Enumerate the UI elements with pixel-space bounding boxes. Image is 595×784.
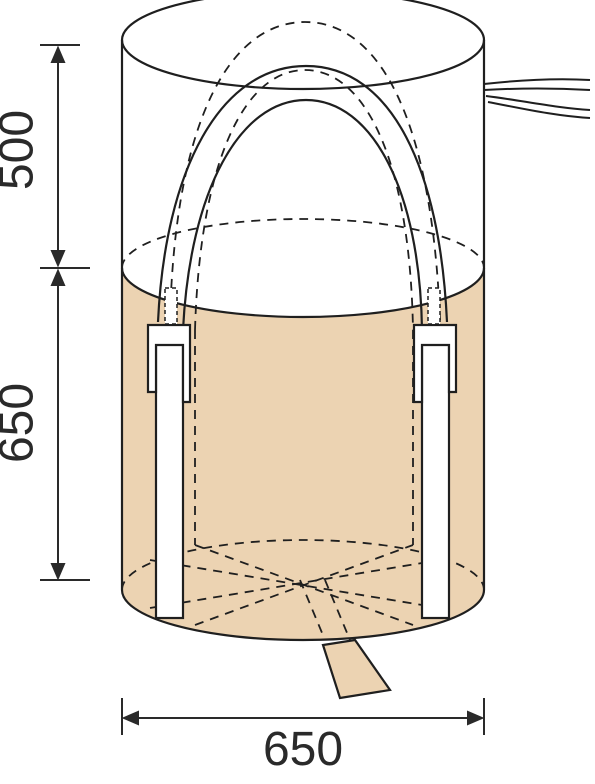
left-strap-tab <box>146 323 192 404</box>
dim-top-height-arrow-down <box>50 250 66 268</box>
spout-hidden-right <box>324 579 351 641</box>
left-body-strap <box>154 328 185 620</box>
tie-rope-2 <box>483 87 591 91</box>
spout-hidden-left <box>299 579 326 641</box>
bottom-back-edge <box>121 539 485 591</box>
body-straps <box>146 287 458 620</box>
dimension-lines <box>40 44 485 735</box>
dim-body-height-arrow-down <box>50 563 66 581</box>
dim-width-arrow-left <box>121 710 139 726</box>
width-label: 650 <box>263 723 343 776</box>
bag-outline <box>120 0 486 642</box>
dim-body-height-arrow-up <box>50 268 66 286</box>
fill-level-front-edge <box>120 267 486 319</box>
discharge-spout-body <box>321 638 392 700</box>
tie-rope-1 <box>483 78 591 85</box>
dim-width-arrow-right <box>467 710 485 726</box>
lift-loop-outer <box>156 64 449 323</box>
bag-bottom-edge <box>120 589 486 642</box>
right-strap-tab <box>412 323 458 404</box>
right-body-strap <box>420 328 451 620</box>
right-strap-stitch <box>427 287 441 325</box>
rear-loop-dashed <box>169 21 441 321</box>
tie-rope-4 <box>487 101 591 119</box>
top-opening-ellipse <box>120 0 486 91</box>
fill-level-back-edge <box>121 218 485 269</box>
bag-fill <box>122 268 484 640</box>
dim-top-height-arrow-up <box>50 45 66 63</box>
body-height-label: 650 <box>0 383 44 463</box>
lift-loop <box>156 64 449 331</box>
tie-rope-3 <box>485 95 591 111</box>
lift-loop-inner <box>181 98 424 331</box>
bottom-cross-4 <box>194 544 414 626</box>
discharge-spout <box>321 638 392 700</box>
top-height-label: 500 <box>0 110 44 190</box>
tie-ropes <box>483 78 591 119</box>
left-strap-stitch <box>164 287 178 325</box>
rear-loop-inner-dashed <box>194 69 414 331</box>
bottom-cross-2 <box>149 559 441 609</box>
